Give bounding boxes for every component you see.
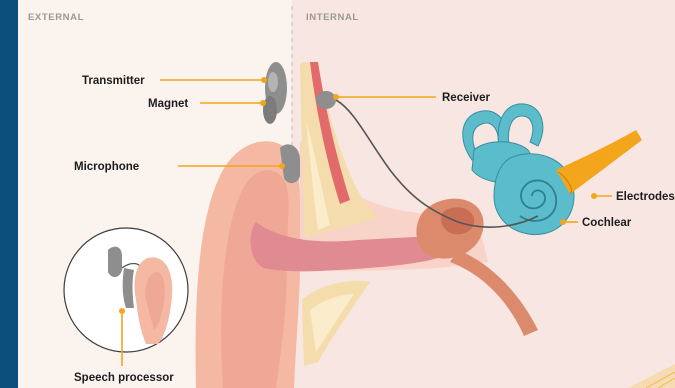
- speech-processor-label: Speech processor: [74, 372, 174, 384]
- receiver-leader-dot: [333, 94, 339, 100]
- transmitter-leader-dot: [261, 77, 267, 83]
- speech-processor-inset: [64, 228, 188, 352]
- receiver-device: [316, 91, 336, 109]
- magnet-device: [263, 96, 277, 124]
- microphone-label: Microphone: [74, 161, 139, 173]
- internal-heading: INTERNAL: [306, 12, 359, 23]
- microphone-leader-dot: [279, 163, 285, 169]
- transmitter-label: Transmitter: [82, 75, 145, 87]
- cochlear-implant-diagram: EXTERNAL INTERNAL: [18, 0, 675, 388]
- electrodes-leader-dot: [591, 193, 597, 199]
- cochlear-leader-dot: [560, 219, 566, 225]
- speech-processor-leader-dot: [119, 308, 125, 314]
- inset-headpiece: [108, 247, 122, 277]
- electrodes-label: Electrodes: [616, 191, 675, 203]
- magnet-label: Magnet: [148, 98, 188, 110]
- cochlear-label: Cochlear: [582, 217, 632, 229]
- inset-speech-processor-device: [123, 268, 134, 308]
- external-heading: EXTERNAL: [28, 12, 84, 23]
- diagram-panel: EXTERNAL INTERNAL: [18, 0, 675, 388]
- transmitter-highlight: [268, 72, 278, 92]
- receiver-label: Receiver: [442, 92, 490, 104]
- magnet-leader-dot: [260, 100, 266, 106]
